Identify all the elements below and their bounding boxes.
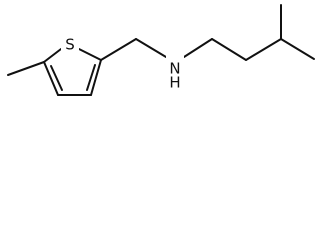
nitrogen-label-mask (166, 53, 184, 87)
chain-bond-2 (211, 38, 247, 61)
ring-bond-s-c2 (78, 48, 102, 61)
nitrogen-atom-label: N (169, 60, 180, 78)
molecule-canvas: S N H (0, 0, 318, 116)
chain-bond-1 (183, 38, 213, 58)
ring-double-bond-c4-c5 (50, 65, 63, 91)
hydrogen-atom-label: H (169, 74, 180, 92)
chain-methyl-right (280, 38, 315, 60)
ring-double-bond-c2-c3 (86, 64, 96, 91)
sulfur-atom-label: S (65, 36, 75, 54)
sulfur-label-mask (61, 34, 79, 54)
methylene-bond-b (135, 38, 167, 58)
ring-bond-c5-s (43, 48, 62, 63)
ring-bond-c4-c5 (43, 61, 59, 96)
methyl-bond (7, 61, 45, 76)
methylene-bond-a (100, 38, 137, 61)
ring-bond-c2-c3 (90, 59, 102, 96)
chain-bond-3 (245, 38, 282, 61)
molecule-structure: S N H (7, 4, 315, 96)
